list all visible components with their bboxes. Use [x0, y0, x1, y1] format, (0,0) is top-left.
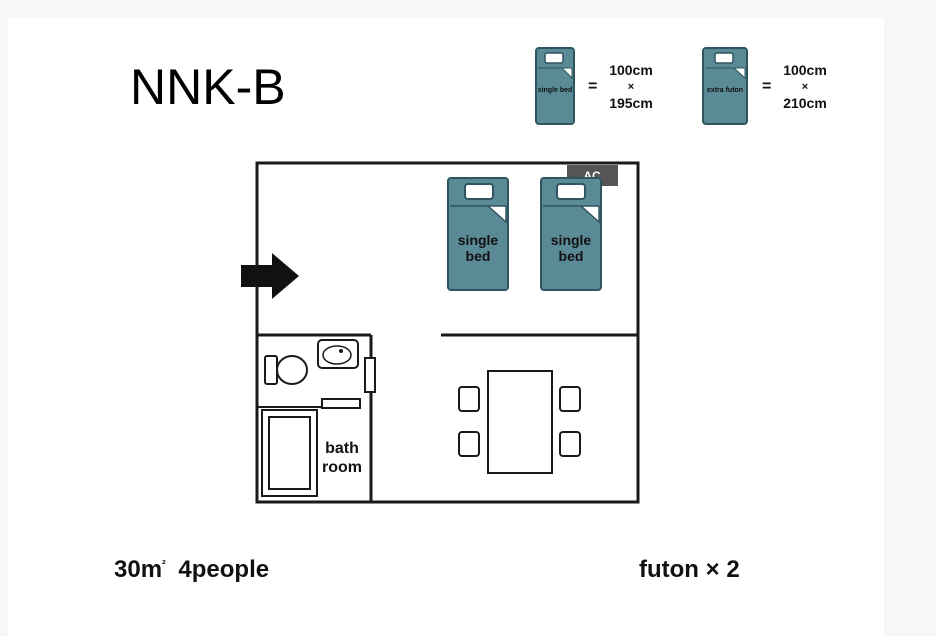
area-value: 30m	[114, 556, 163, 583]
bed1-label-line1: single	[458, 232, 499, 248]
bathroom-label-line2: room	[322, 459, 362, 476]
outer-walls	[255, 161, 640, 504]
bath-door	[321, 398, 361, 409]
futon-count: futon × 2	[639, 556, 740, 583]
legend-single-eq: =	[588, 78, 598, 95]
toilet-icon	[264, 355, 308, 385]
chair-right-bottom	[559, 431, 581, 457]
single-bed-2: single bed	[540, 177, 602, 291]
chairs	[458, 386, 581, 457]
area-unit-sup: ²	[162, 559, 166, 571]
room-info: 30m² 4people	[114, 556, 269, 584]
legend-single-bed-label: single bed	[538, 87, 573, 94]
legend-futon-length: 210cm	[783, 95, 827, 111]
legend-single-bed-icon: single bed	[535, 47, 575, 125]
legend-single-times: ×	[627, 81, 635, 93]
bed1-label-line2: bed	[466, 248, 491, 264]
legend-extra-futon-label: extra futon	[707, 87, 743, 94]
toilet-door	[364, 357, 376, 393]
bed2-label-line2: bed	[559, 248, 584, 264]
chair-left-bottom	[458, 431, 480, 457]
dining-table	[487, 370, 553, 474]
single-bed-1: single bed	[447, 177, 509, 291]
legend-single-width: 100cm	[609, 62, 653, 78]
entrance-arrow-icon	[241, 253, 299, 299]
chair-right-top	[559, 386, 581, 412]
legend-futon-times: ×	[801, 81, 809, 93]
legend-single-length: 195cm	[609, 95, 653, 111]
legend-futon-eq: =	[762, 78, 772, 95]
sink-icon	[317, 339, 359, 369]
room-title: NNK-B	[130, 59, 286, 115]
capacity: 4people	[178, 556, 270, 583]
bed2-label-line1: single	[551, 232, 592, 248]
legend-extra-futon-icon: extra futon	[702, 47, 748, 125]
chair-left-top	[458, 386, 480, 412]
bathtub-icon	[261, 409, 318, 497]
legend-futon-width: 100cm	[783, 62, 827, 78]
bathroom-label-line1: bath	[325, 440, 359, 457]
